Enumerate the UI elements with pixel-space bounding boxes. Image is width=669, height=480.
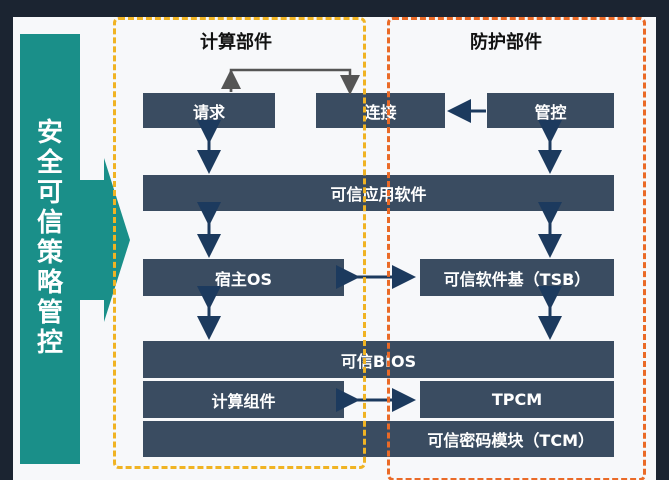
trusted-app-box: 可信应用软件 (143, 175, 614, 211)
protect-zone-label: 防护部件 (470, 32, 542, 53)
security-policy-label: 安 全 可 信 策 略 管 控 (36, 118, 63, 358)
protect-zone-border (387, 17, 646, 480)
host-os-box: 宿主OS (143, 259, 344, 296)
trusted-bios-box: 可信BIOS (143, 341, 614, 378)
connect-box: 连接 (316, 93, 445, 128)
security-policy-bar (20, 34, 80, 464)
compute-component-box: 计算组件 (143, 381, 344, 418)
tpcm-box: TPCM (420, 381, 614, 418)
tsb-box: 可信软件基（TSB） (420, 259, 614, 296)
compute-zone-label: 计算部件 (200, 32, 272, 53)
tcm-box: 可信密码模块（TCM） (143, 421, 614, 457)
policy-arrow-icon (80, 158, 130, 322)
compute-zone-border (113, 17, 366, 469)
